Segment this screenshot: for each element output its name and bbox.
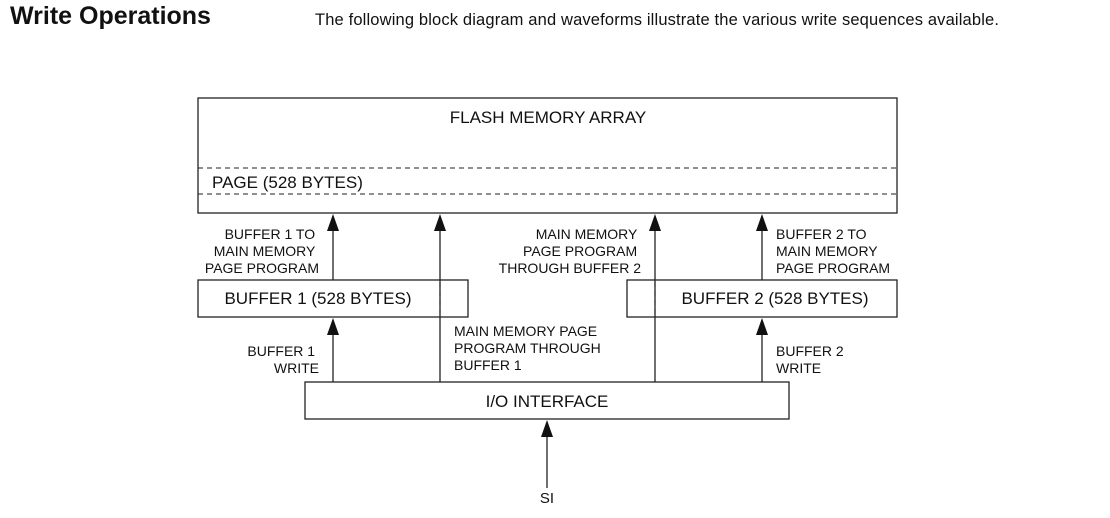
- buffer-1-write-arrow-head: [327, 318, 339, 335]
- buffer-1-write-label: BUFFER 1 WRITE: [247, 343, 319, 376]
- section-title: Write Operations: [10, 2, 211, 30]
- buffer-1-box: [197, 279, 469, 318]
- buffer-2-to-main-arrow-head: [756, 214, 768, 231]
- buffer-1-to-main-label: BUFFER 1 TO MAIN MEMORY PAGE PROGRAM: [205, 226, 319, 276]
- main-through-buffer-1-line-1: MAIN MEMORY PAGE: [454, 323, 597, 339]
- buffer-1-to-main-line-2: MAIN MEMORY: [214, 243, 316, 259]
- main-through-buffer-1-label: MAIN MEMORY PAGE PROGRAM THROUGH BUFFER …: [454, 323, 605, 373]
- buffer-2-write-line-2: WRITE: [776, 360, 821, 376]
- main-through-buffer-2-label: MAIN MEMORY PAGE PROGRAM THROUGH BUFFER …: [499, 226, 642, 276]
- buffer-1-write-line-2: WRITE: [274, 360, 319, 376]
- main-through-buffer-1-line-3: BUFFER 1: [454, 357, 522, 373]
- page-label: PAGE (528 BYTES): [212, 173, 363, 192]
- buffer-2-write-label: BUFFER 2 WRITE: [776, 343, 848, 376]
- main-through-buffer-2-line-3: THROUGH BUFFER 2: [499, 260, 642, 276]
- main-through-buffer-2-line-2: PAGE PROGRAM: [523, 243, 637, 259]
- main-through-buffer-1-line-2: PROGRAM THROUGH: [454, 340, 601, 356]
- io-interface-label: I/O INTERFACE: [486, 392, 609, 411]
- buffer-1-write-line-1: BUFFER 1: [247, 343, 315, 359]
- flash-memory-array-label: FLASH MEMORY ARRAY: [450, 108, 647, 127]
- buffer-2-label: BUFFER 2 (528 BYTES): [681, 289, 868, 308]
- buffer-2-write-arrow-head: [756, 318, 768, 335]
- buffer-2-to-main-line-2: MAIN MEMORY: [776, 243, 878, 259]
- buffer-1-to-main-line-3: PAGE PROGRAM: [205, 260, 319, 276]
- buffer-2-write-line-1: BUFFER 2: [776, 343, 844, 359]
- buffer-1-to-main-line-1: BUFFER 1 TO: [225, 226, 316, 242]
- si-arrow-head: [541, 420, 553, 437]
- section-description: The following block diagram and waveform…: [315, 11, 1000, 29]
- buffer-1-to-main-arrow-head: [327, 214, 339, 231]
- buffer-1-label: BUFFER 1 (528 BYTES): [224, 289, 411, 308]
- io-interface-box: [304, 381, 790, 420]
- flash-memory-array-box: [197, 97, 898, 214]
- buffer-2-to-main-line-1: BUFFER 2 TO: [776, 226, 867, 242]
- si-label: SI: [540, 490, 554, 507]
- main-through-buffer-1-arrow-head: [434, 214, 446, 231]
- buffer-2-to-main-line-3: PAGE PROGRAM: [776, 260, 890, 276]
- main-through-buffer-2-arrow-head: [649, 214, 661, 231]
- buffer-2-to-main-label: BUFFER 2 TO MAIN MEMORY PAGE PROGRAM: [776, 226, 890, 276]
- main-through-buffer-2-line-1: MAIN MEMORY: [536, 226, 638, 242]
